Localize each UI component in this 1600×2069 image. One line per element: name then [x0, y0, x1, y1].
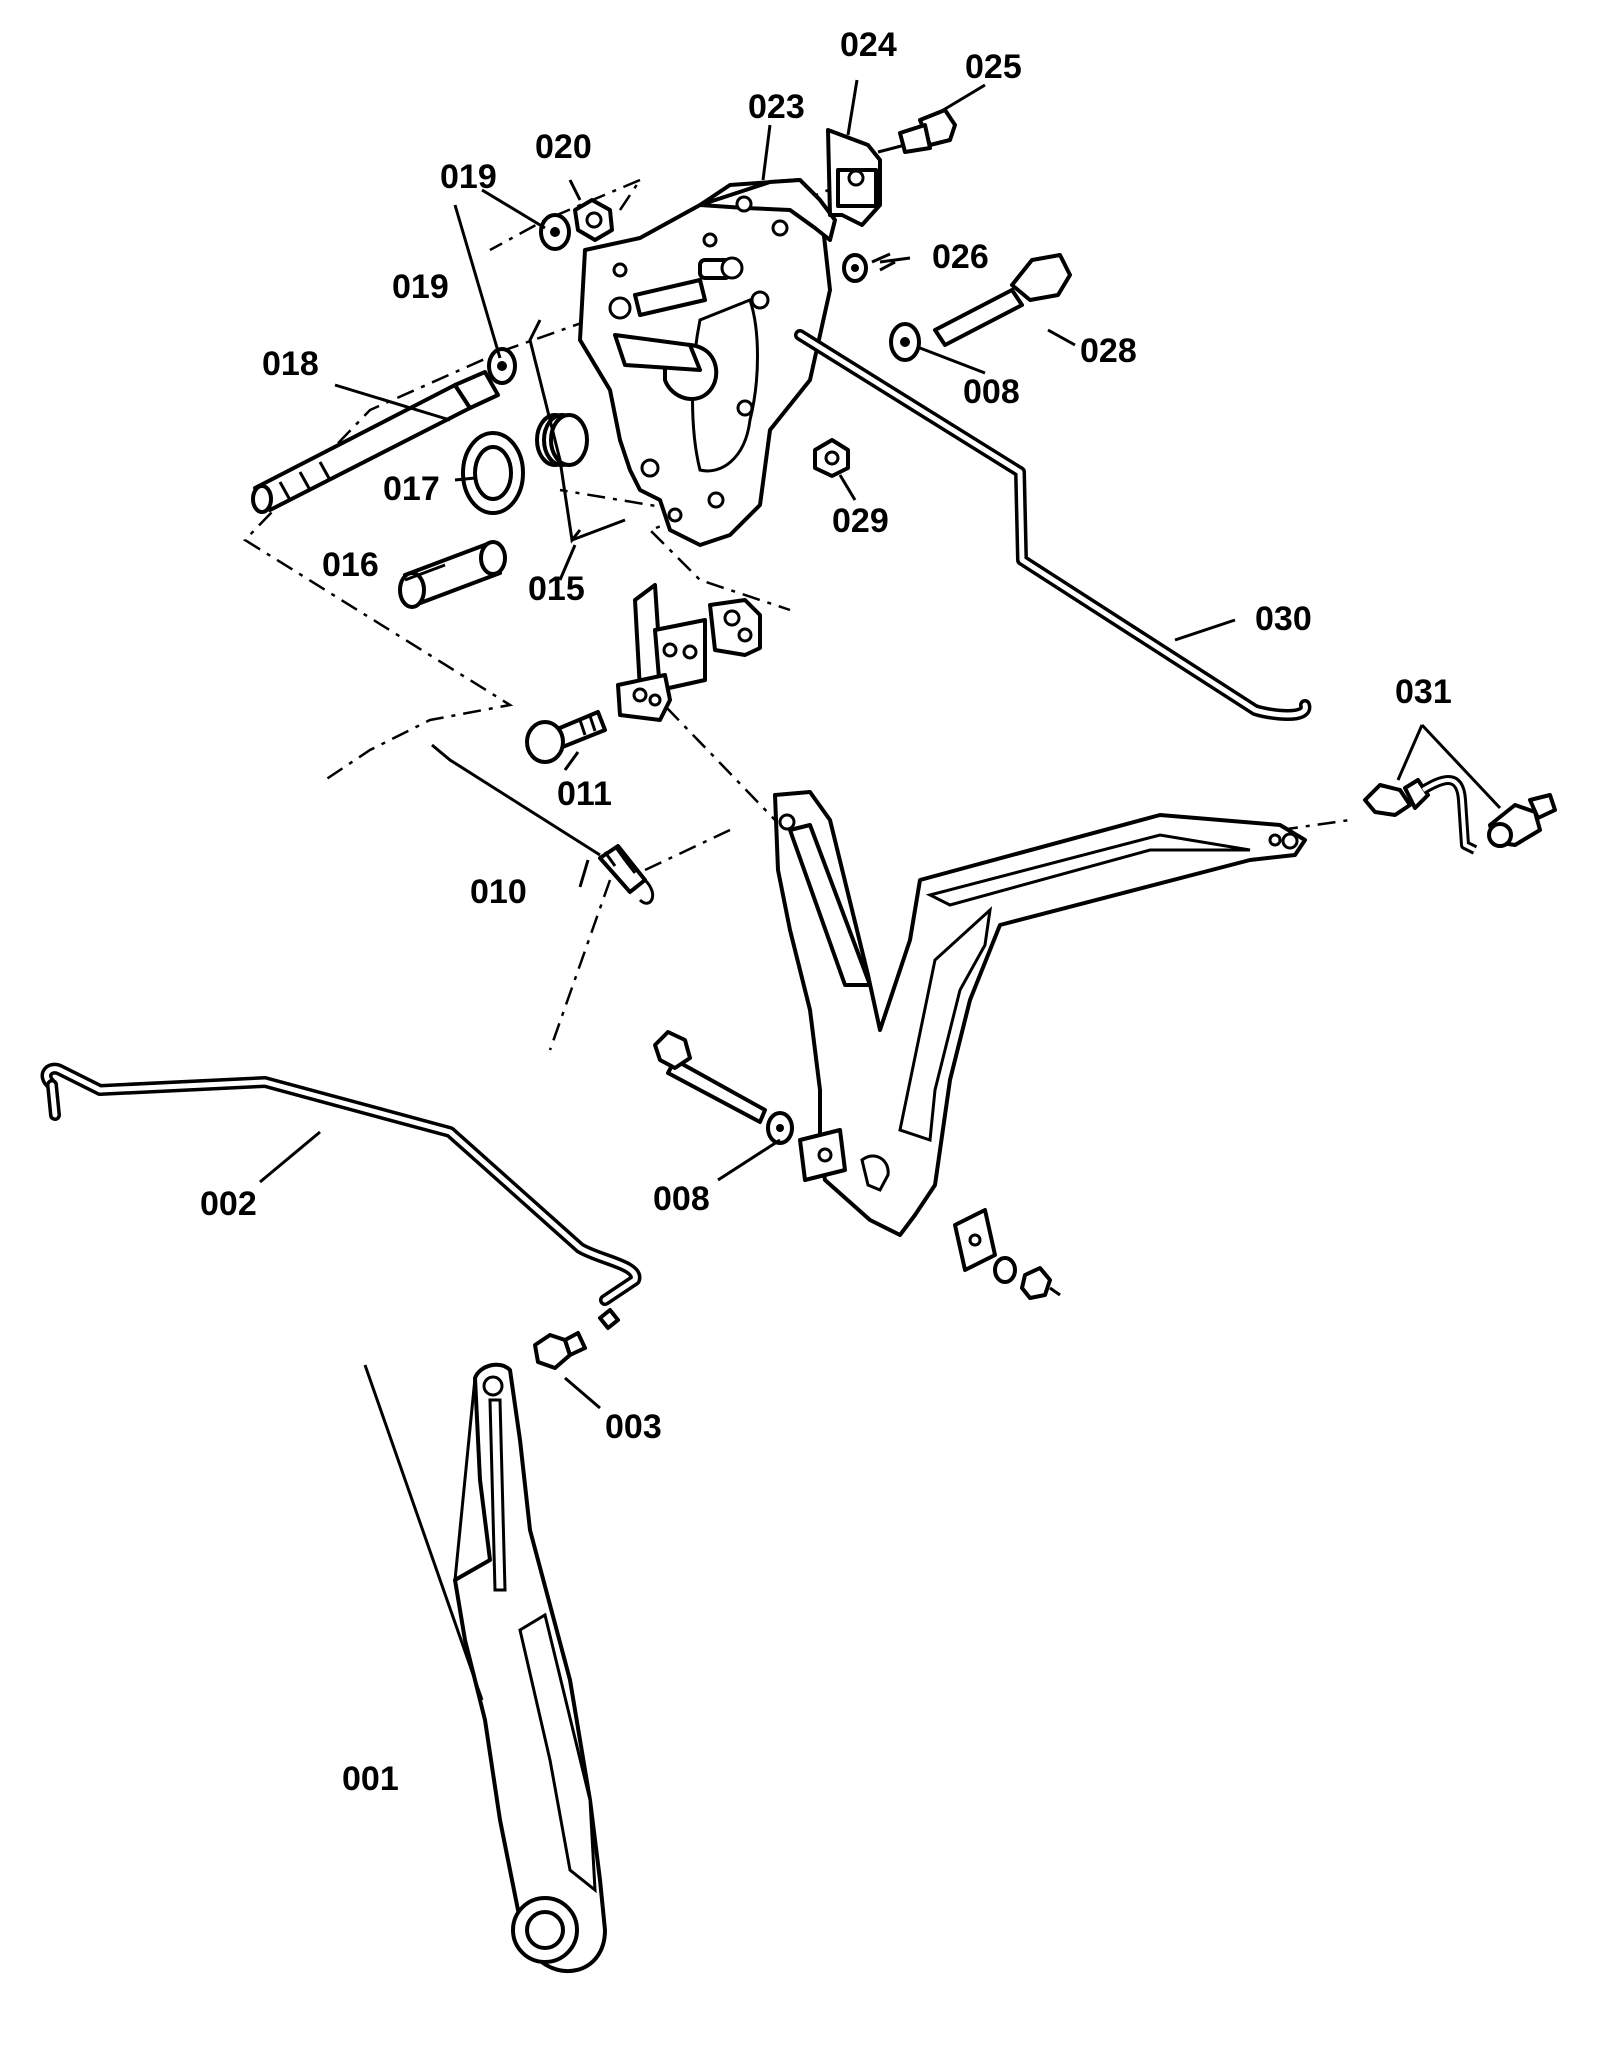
spring-coil [528, 319, 589, 544]
bolt-lower [653, 1030, 767, 1124]
sleeve-016 [398, 540, 507, 609]
v-lever [773, 790, 1307, 1237]
washer-008-lower [766, 1111, 794, 1145]
spring-010 [431, 743, 655, 905]
screw-011 [525, 710, 607, 764]
label-029: 029 [832, 502, 889, 540]
bolt-028 [933, 253, 1072, 347]
label-002: 002 [200, 1185, 257, 1223]
label-019-top: 019 [440, 158, 497, 196]
part-labels: 024 025 023 020 019 026 019 018 028 008 … [200, 26, 1452, 1798]
label-016: 016 [322, 546, 379, 584]
label-030: 030 [1255, 600, 1312, 638]
plate-lower-left [798, 1128, 847, 1182]
label-011: 011 [557, 775, 612, 813]
mounting-plate-023 [578, 178, 837, 547]
plate-lower-right [953, 1208, 997, 1272]
label-023: 023 [748, 88, 805, 126]
bushing-017 [461, 431, 525, 515]
lever-001 [453, 1362, 607, 1974]
rod-002 [40, 1062, 642, 1306]
nut-lower [993, 1256, 1061, 1300]
bracket-024 [826, 128, 882, 227]
bracket-plates [616, 583, 762, 722]
label-026: 026 [932, 238, 989, 276]
washer-026 [842, 252, 896, 283]
label-001: 001 [342, 1760, 399, 1798]
leader-lines [259, 79, 1502, 1701]
ball-joints-031 [1363, 775, 1557, 855]
washer-019-upper [539, 213, 571, 251]
stud-018 [251, 370, 500, 514]
bolt-025 [877, 108, 957, 154]
nut-020 [573, 198, 614, 242]
washer-008-upper [889, 322, 921, 362]
label-031: 031 [1395, 673, 1452, 711]
clip-003 [533, 1308, 620, 1370]
label-028: 028 [1080, 332, 1137, 370]
label-008-top: 008 [963, 373, 1020, 411]
label-025: 025 [965, 48, 1022, 86]
label-020: 020 [535, 128, 592, 166]
label-015: 015 [528, 570, 585, 608]
label-010: 010 [470, 873, 527, 911]
rod-030 [794, 329, 1312, 721]
label-019-mid: 019 [392, 268, 449, 306]
label-008-bottom: 008 [653, 1180, 710, 1218]
label-003: 003 [605, 1408, 662, 1446]
label-024: 024 [840, 26, 897, 64]
label-017: 017 [383, 470, 440, 508]
washer-019-middle [487, 347, 517, 385]
label-018: 018 [262, 345, 319, 383]
hook-015 [571, 518, 626, 542]
nut-029 [813, 438, 850, 478]
